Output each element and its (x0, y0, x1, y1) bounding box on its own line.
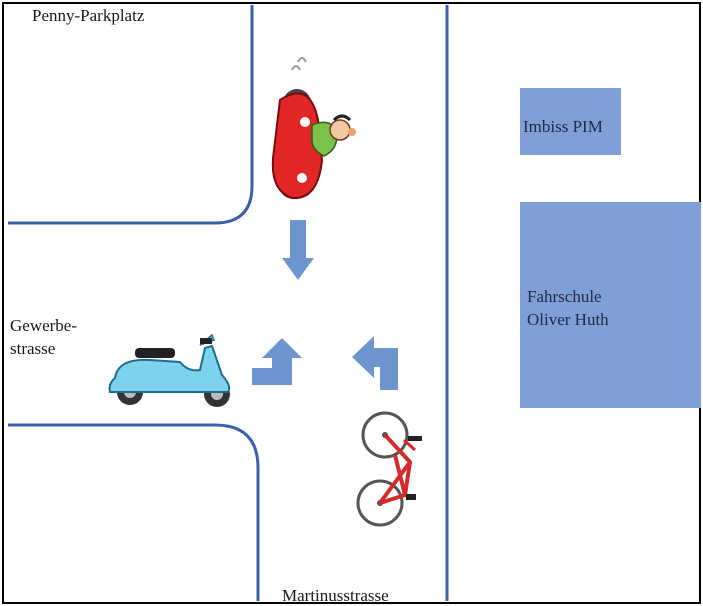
arrow-turn-left-icon (352, 336, 398, 390)
arrow-down-icon (282, 220, 314, 280)
arrow-turn-right-icon (252, 338, 302, 385)
red-cartoon-car-icon (271, 57, 356, 200)
label-gewerbestrasse-line2: strasse (10, 339, 56, 358)
label-penny-parkplatz: Penny-Parkplatz (32, 6, 145, 25)
label-fahrschule-line2: Oliver Huth (527, 310, 609, 329)
road-edge-bottom-left (8, 423, 260, 601)
label-imbiss-pim: Imbiss PIM (523, 117, 603, 136)
label-martinusstrasse: Martinusstrasse (282, 586, 389, 605)
label-gewerbestrasse-line1: Gewerbe- (10, 316, 78, 335)
building-imbiss (520, 88, 621, 155)
label-fahrschule-line1: Fahrschule (527, 287, 602, 306)
red-bicycle-icon (356, 411, 422, 527)
building-fahrschule (520, 202, 701, 408)
blue-scooter-icon (108, 333, 231, 407)
road-edge-top-left (8, 5, 254, 225)
